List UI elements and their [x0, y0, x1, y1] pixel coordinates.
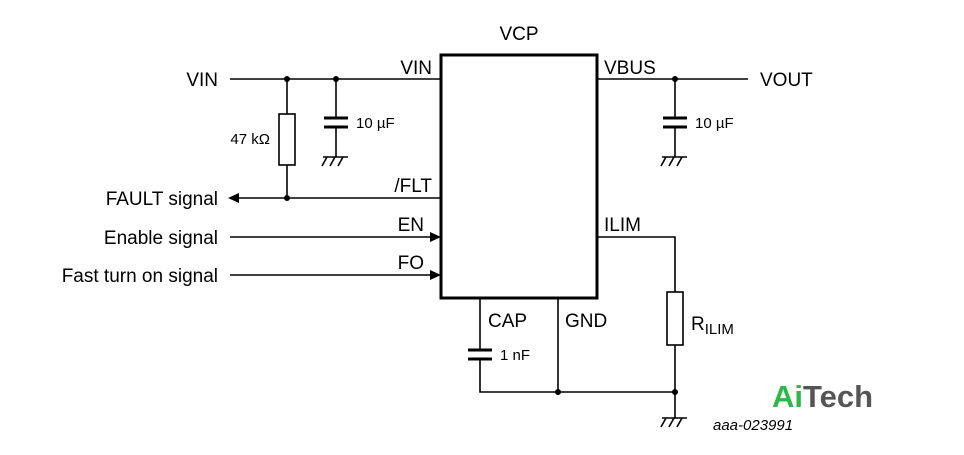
- aitech-logo: AiTech: [772, 379, 873, 414]
- ilim-resistor-label: RILIM: [691, 314, 734, 338]
- fast-turn-on-signal-label: Fast turn on signal: [62, 266, 218, 287]
- pullup-resistor-value: 47 kΩ: [230, 131, 270, 148]
- pin-gnd-label: GND: [565, 311, 607, 332]
- output-capacitor: [660, 79, 687, 167]
- pin-vbus-label: VBUS: [604, 58, 656, 79]
- fault-arrow-icon: [228, 193, 239, 203]
- ground-icon: [321, 156, 348, 167]
- junction-dot: [672, 389, 678, 395]
- gnd-net: [555, 298, 687, 428]
- enable-arrow-icon: [430, 232, 441, 242]
- pin-cap-label: CAP: [488, 311, 527, 332]
- cap-pin-capacitor-value: 1 nF: [500, 347, 530, 364]
- input-capacitor: [321, 79, 348, 167]
- ground-icon: [660, 417, 687, 428]
- fault-signal-label: FAULT signal: [106, 189, 218, 210]
- junction-dot: [555, 389, 561, 395]
- fast-turn-on-net: [230, 270, 441, 280]
- chip-name-label: VCP: [499, 24, 538, 45]
- vcp-chip-body: [439, 53, 599, 300]
- pin-en-label: EN: [398, 215, 424, 236]
- cap-pin-capacitor: [468, 298, 675, 393]
- fault-net: [228, 193, 441, 203]
- enable-signal-label: Enable signal: [104, 228, 218, 249]
- vout-signal-label: VOUT: [760, 70, 813, 91]
- ilim-resistor: [597, 236, 684, 418]
- pin-flt-label: /FLT: [394, 176, 432, 197]
- figure-id: aaa-023991: [713, 417, 793, 434]
- pin-ilim-label: ILIM: [604, 215, 641, 236]
- pullup-resistor: [278, 79, 296, 198]
- enable-net: [230, 232, 441, 242]
- input-capacitor-value: 10 µF: [356, 115, 395, 132]
- output-capacitor-value: 10 µF: [695, 115, 734, 132]
- pin-vin-label: VIN: [400, 58, 432, 79]
- fast-turn-on-arrow-icon: [430, 270, 441, 280]
- vin-signal-label: VIN: [186, 70, 218, 91]
- junction-dot: [284, 195, 290, 201]
- pin-fo-label: FO: [398, 253, 424, 274]
- ground-icon: [660, 156, 687, 167]
